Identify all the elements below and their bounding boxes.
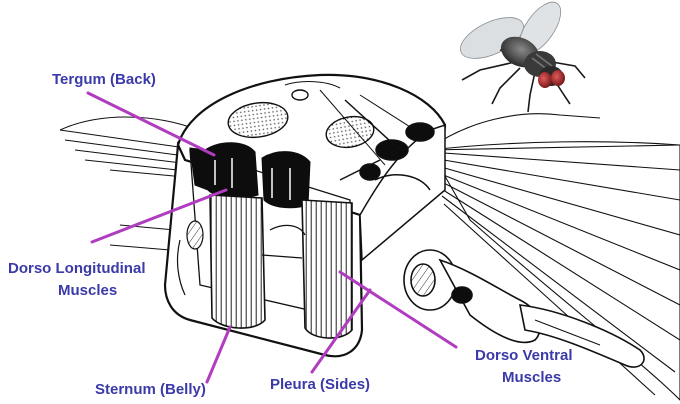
label-pleura: Pleura (Sides) xyxy=(270,376,370,393)
label-dorso-longitudinal-line1: Dorso Longitudinal xyxy=(8,260,145,277)
label-sternum: Sternum (Belly) xyxy=(95,381,206,398)
housefly-icon xyxy=(454,0,585,112)
label-tergum: Tergum (Back) xyxy=(52,71,156,88)
pointer-sternum xyxy=(207,327,230,382)
label-dorso-longitudinal-line2: Muscles xyxy=(58,282,117,299)
label-dorso-ventral-line1: Dorso Ventral xyxy=(475,347,573,364)
label-dorso-ventral-line2: Muscles xyxy=(502,369,561,386)
